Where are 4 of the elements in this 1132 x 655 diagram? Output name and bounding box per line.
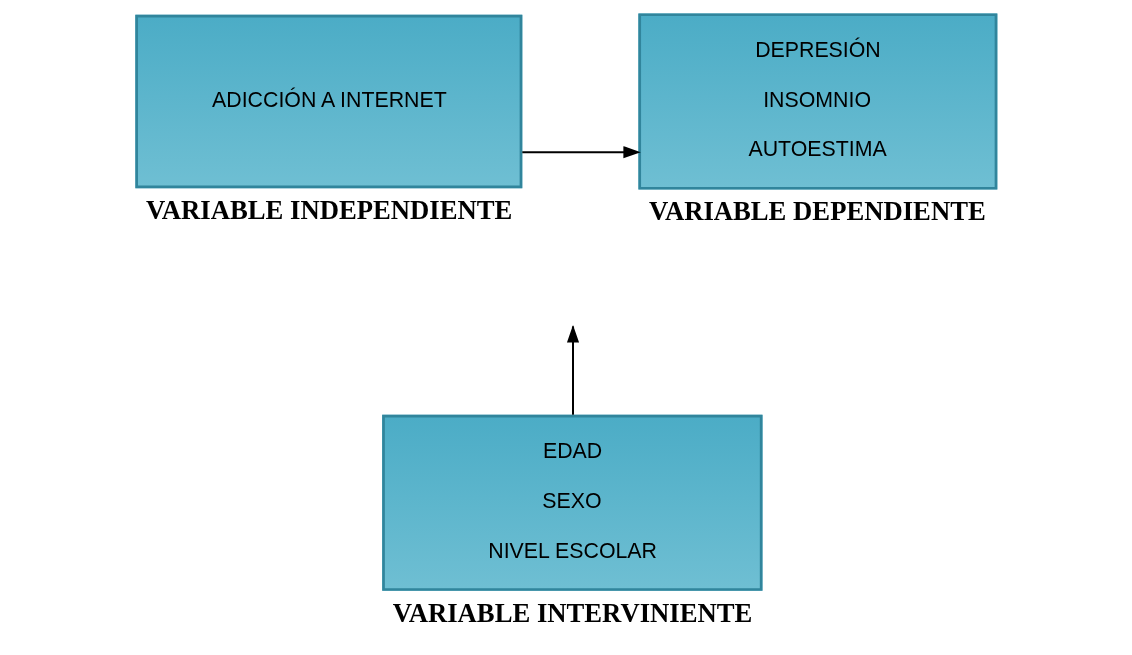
arrow [521, 146, 641, 159]
node-label: VARIABLE INTERVINIENTE [392, 597, 753, 628]
node-label: VARIABLE INDEPENDIENTE [146, 194, 513, 225]
node-label: VARIABLE DEPENDIENTE [649, 196, 986, 227]
